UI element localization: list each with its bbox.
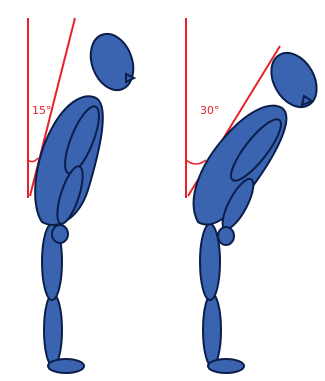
angle-arc [186,160,206,164]
upper-leg [200,224,220,300]
lower-leg [44,294,62,366]
figure-15-degree: 15° [28,18,141,373]
hand [218,227,234,245]
head [83,28,140,96]
hand [52,225,68,243]
lower-leg [203,294,221,366]
figure-30-degree: 30° [186,18,325,373]
angle-arc [28,158,38,162]
angle-label: 15° [32,104,52,117]
foot [48,359,84,373]
head [262,45,325,115]
foot [208,359,244,373]
angle-label: 30° [200,104,220,117]
